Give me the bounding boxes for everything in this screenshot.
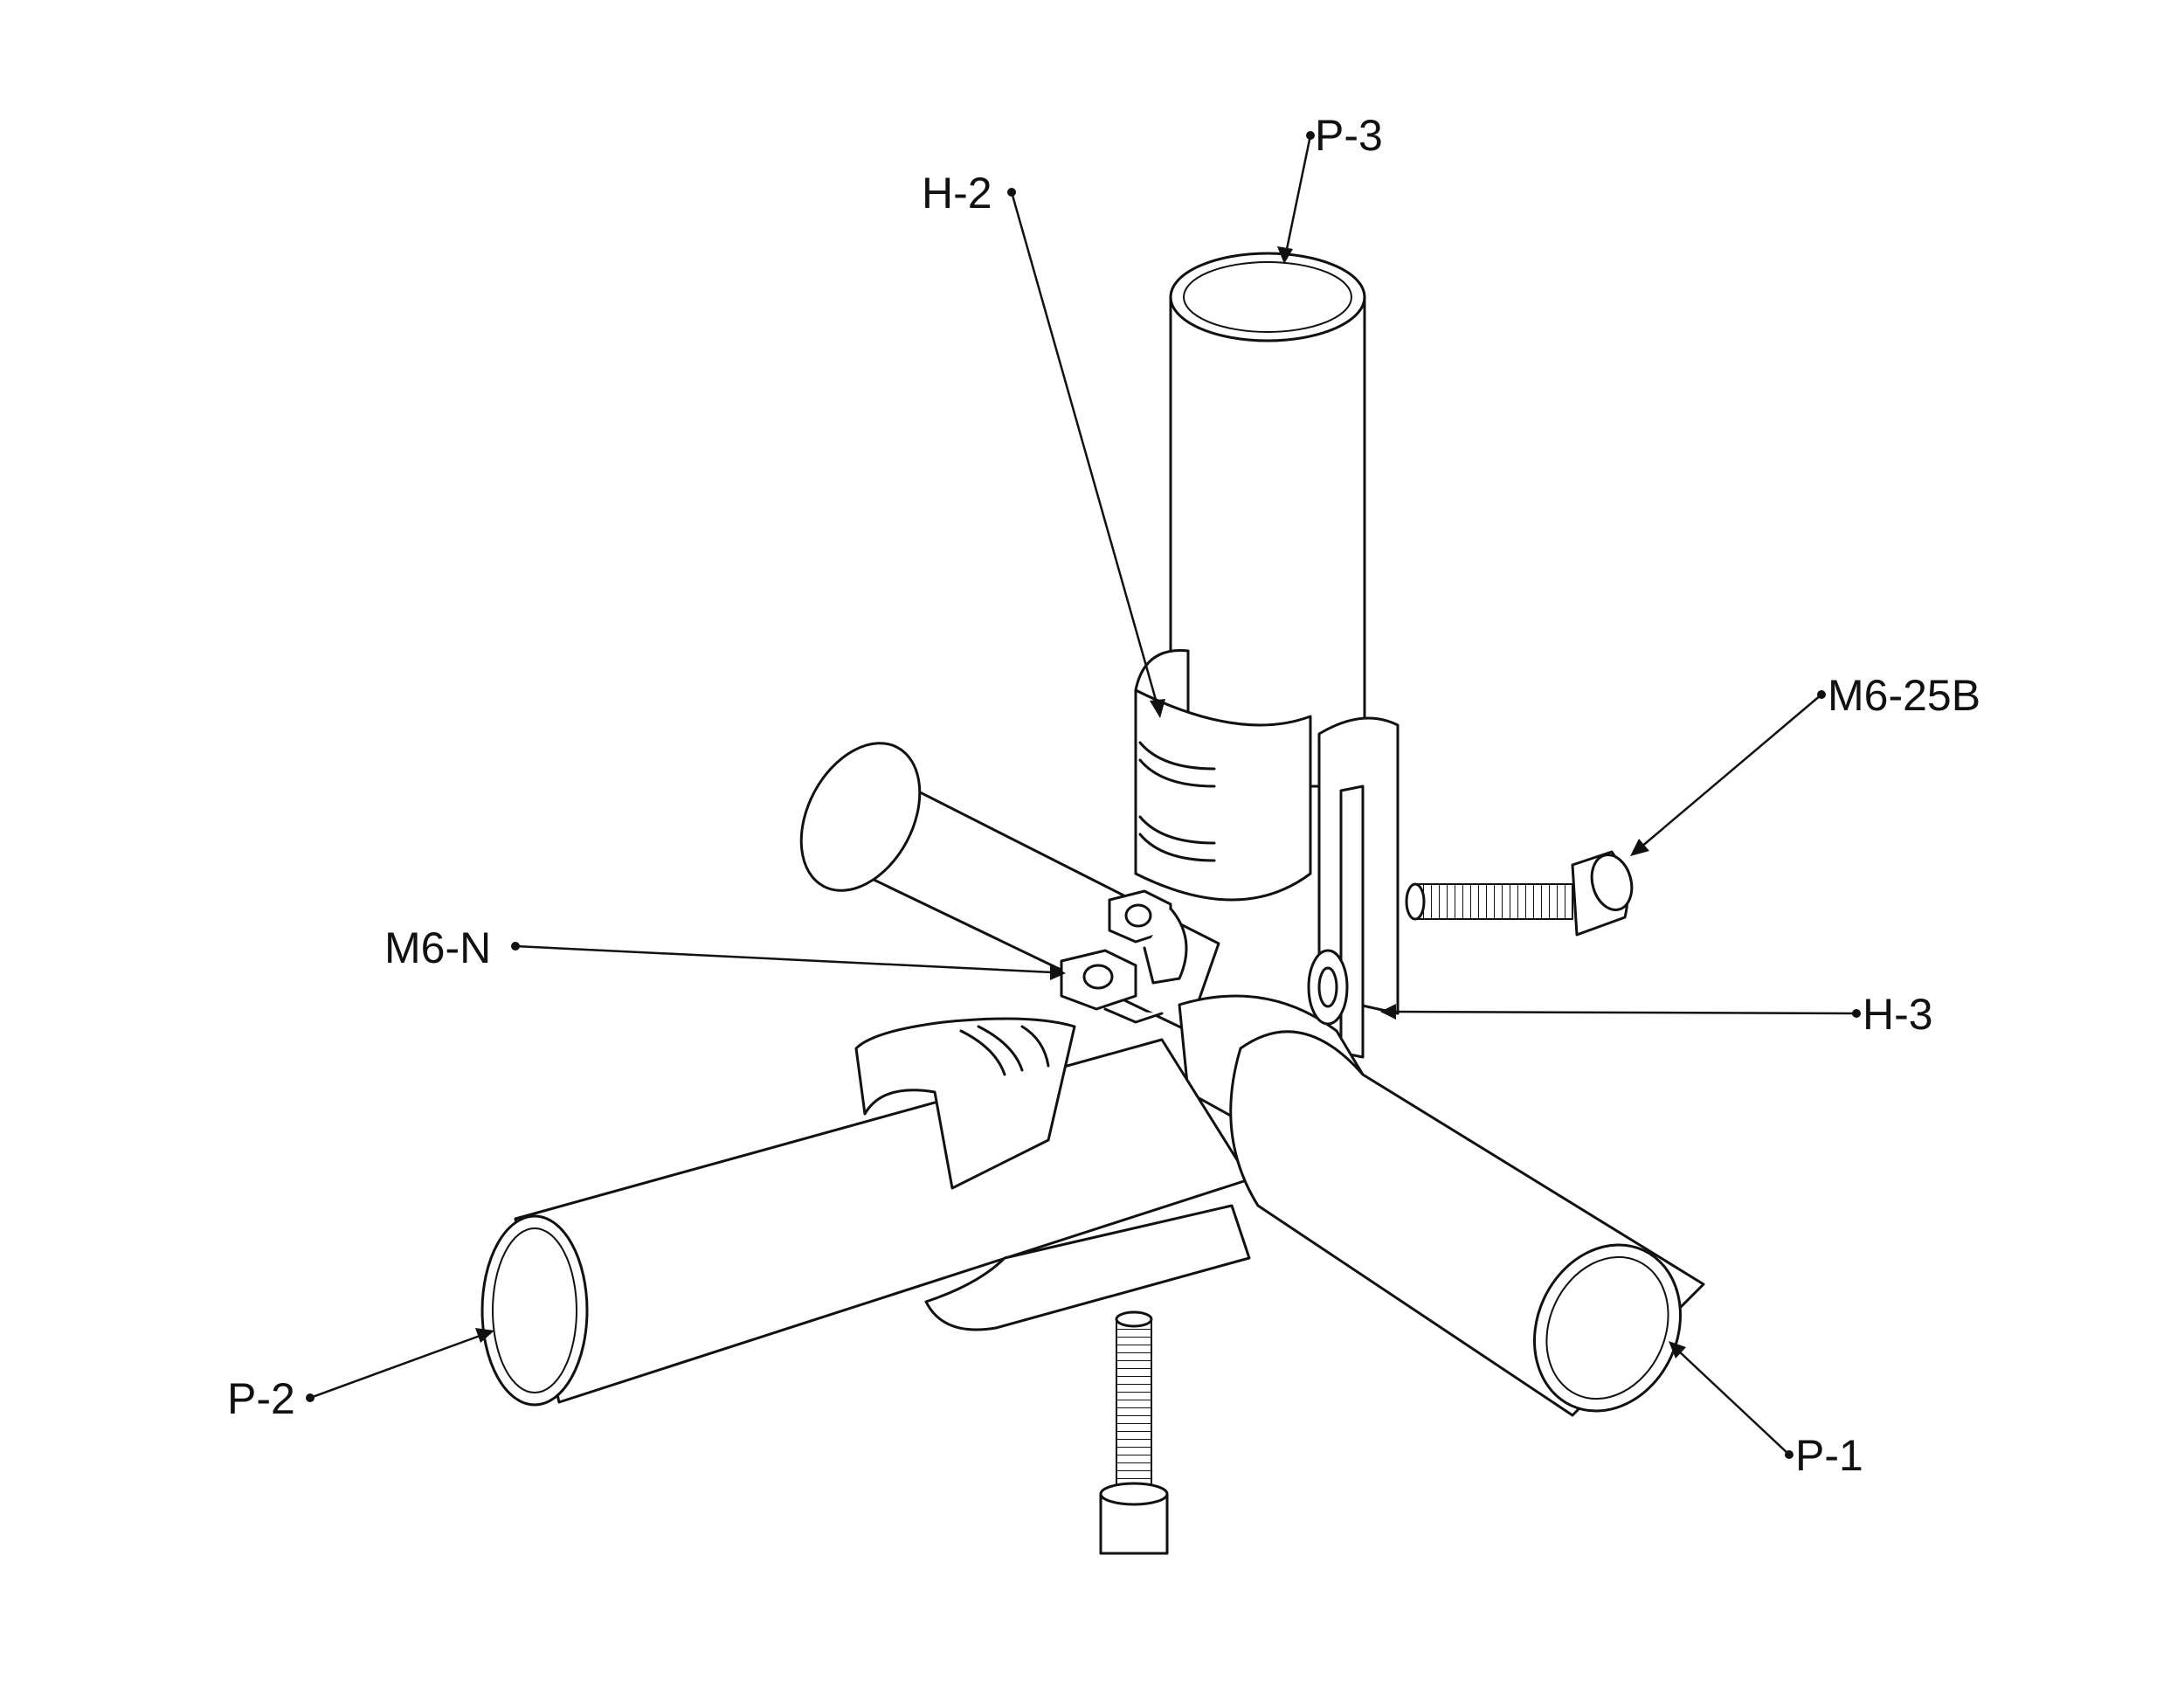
label-h2: H-2 <box>922 169 992 218</box>
label-p1: P-1 <box>1795 1431 1863 1480</box>
label-h3: H-3 <box>1863 990 1933 1039</box>
leader-p1 <box>1669 1341 1794 1459</box>
label-m6-25b: M6-25B <box>1828 671 1980 720</box>
clamp-h2-lower <box>854 1017 1251 1331</box>
nut-m6n-upper <box>1108 889 1188 985</box>
label-p3: P-3 <box>1315 111 1383 160</box>
nut-m6n-lower <box>1060 949 1164 1024</box>
bolt-bottom <box>1099 1310 1169 1555</box>
label-p2: P-2 <box>227 1374 295 1423</box>
clamp-h2 <box>1134 649 1400 1059</box>
leader-h2 <box>1007 188 1165 718</box>
pipe-p3 <box>1169 252 1366 788</box>
bolt-m6-25b <box>1405 850 1634 937</box>
leader-m6n <box>511 942 1066 980</box>
leader-h3 <box>1380 1004 1861 1020</box>
leader-p3 <box>1277 131 1315 264</box>
leader-p2 <box>306 1328 494 1402</box>
label-m6n: M6-N <box>384 923 491 972</box>
leader-m625b <box>1630 690 1826 856</box>
pipe-p1 <box>1229 1030 1705 1417</box>
